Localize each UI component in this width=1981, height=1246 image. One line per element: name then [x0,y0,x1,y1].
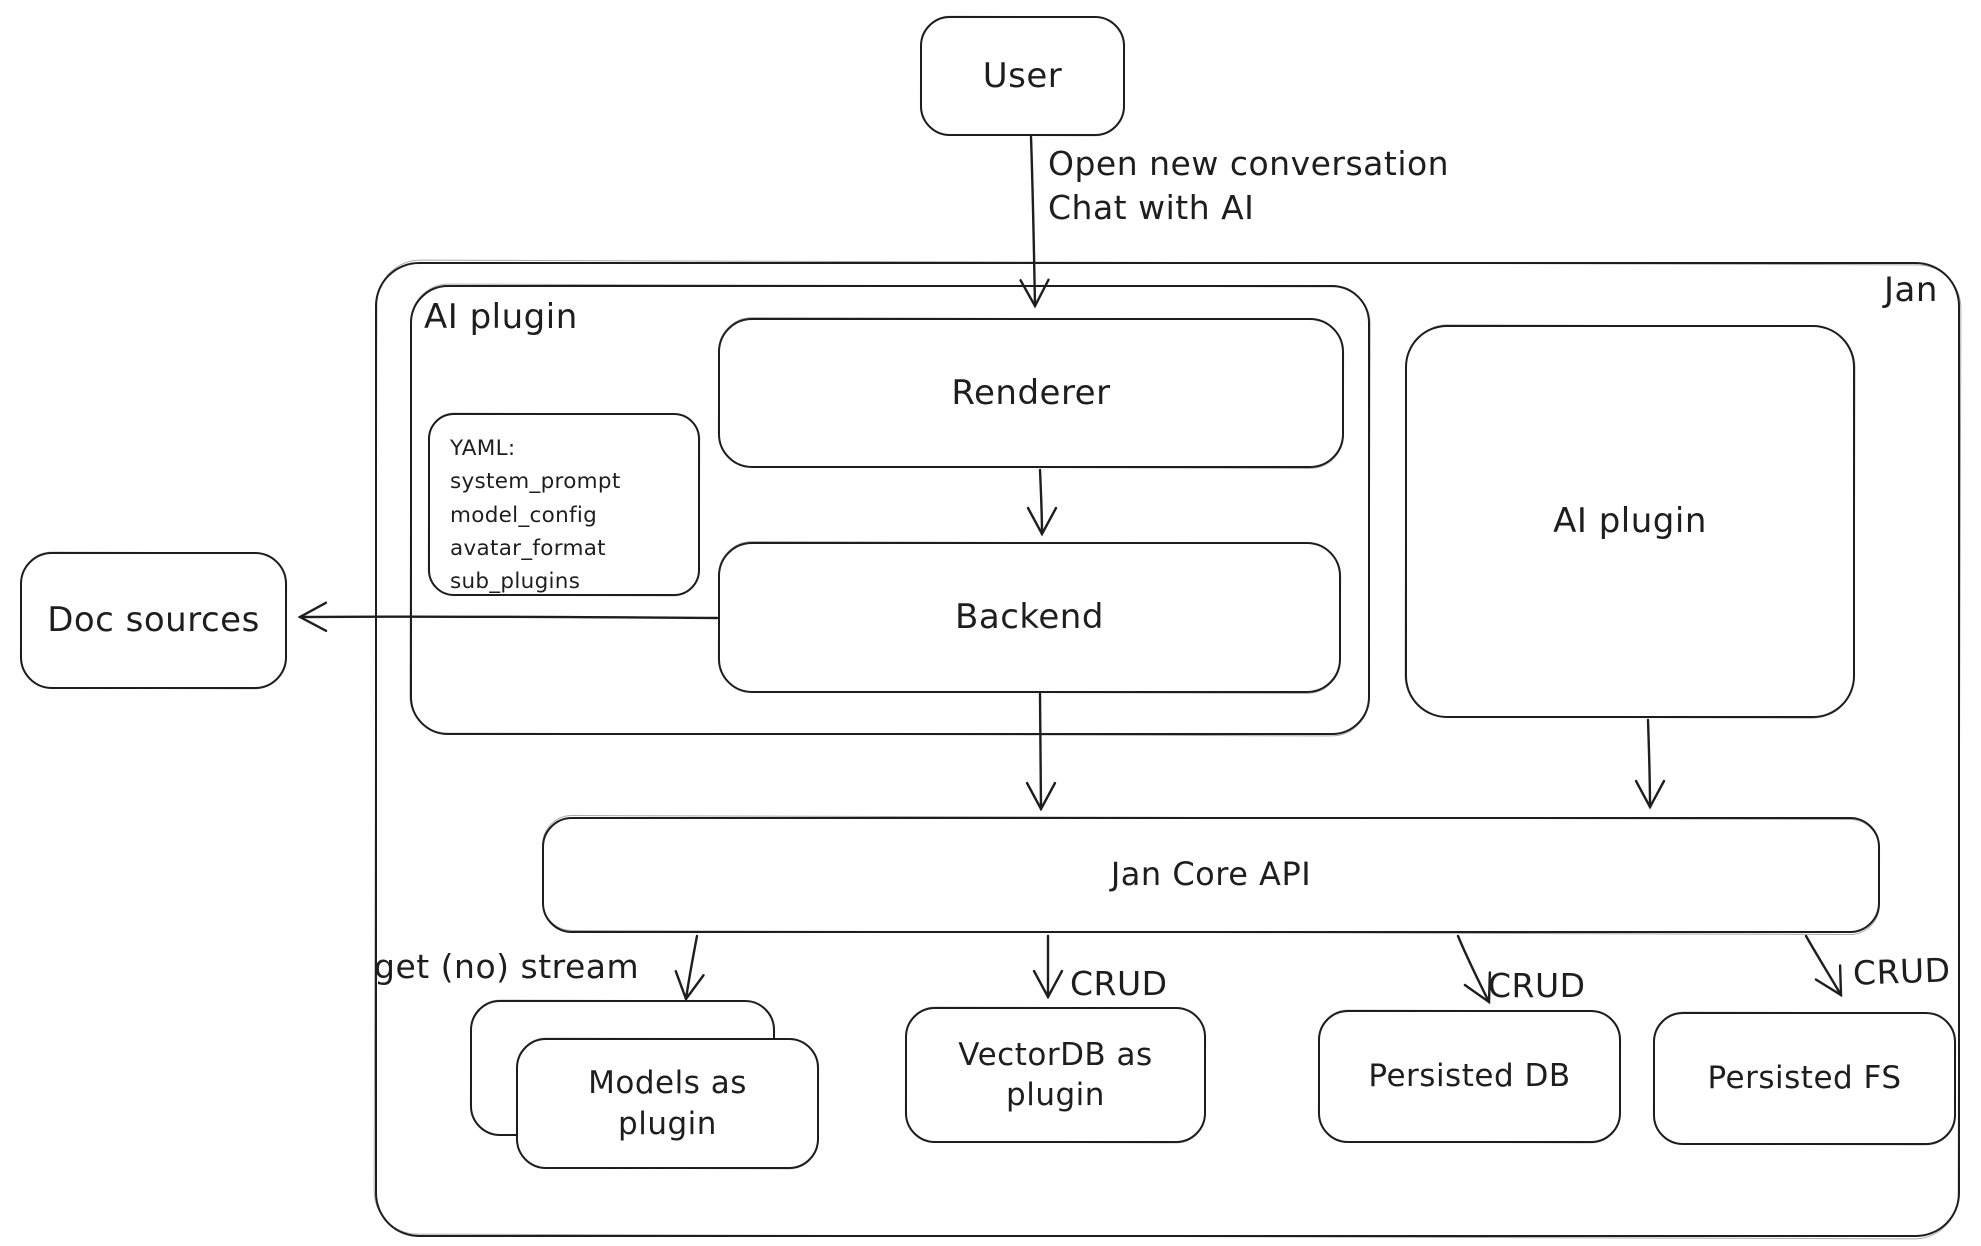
edge-label-user-to-renderer: Open new conversation Chat with AI [1048,144,1450,227]
node-persisted-fs-label: Persisted FS [1707,1060,1902,1097]
node-yaml-note: YAML: system_prompt model_config avatar_… [428,413,700,596]
node-vectordb-as-plugin-label: VectorDB as plugin [958,1036,1153,1113]
node-renderer-label: Renderer [951,372,1111,413]
ai-plugin-group-box [410,285,1370,735]
node-backend: Backend [718,542,1341,693]
node-user: User [920,16,1125,136]
node-vectordb-as-plugin: VectorDB as plugin [905,1007,1206,1143]
ai-plugin-group-label: AI plugin [424,297,578,337]
node-jan-core-api: Jan Core API [542,817,1880,933]
node-models-as-plugin: Models as plugin [516,1038,819,1169]
edge-label-crud-persisted-fs: CRUD [1852,950,1952,993]
node-persisted-fs: Persisted FS [1653,1012,1956,1145]
edge-label-get-no-stream: get (no) stream [374,947,640,986]
node-doc-sources-label: Doc sources [47,600,260,641]
node-persisted-db-label: Persisted DB [1368,1058,1571,1095]
edge-label-crud-persisted-db: CRUD [1488,966,1586,1005]
jan-container-box [375,262,1960,1237]
jan-container-label: Jan [1884,270,1938,310]
node-ai-plugin-right: AI plugin [1405,325,1855,718]
node-doc-sources: Doc sources [20,552,287,689]
yaml-note-text: YAML: system_prompt model_config avatar_… [450,436,621,595]
node-user-label: User [982,55,1063,96]
node-persisted-db: Persisted DB [1318,1010,1621,1143]
node-jan-core-api-label: Jan Core API [1110,855,1312,894]
node-backend-label: Backend [955,597,1104,638]
edge-label-crud-vectordb: CRUD [1070,964,1168,1003]
node-renderer: Renderer [718,318,1344,468]
node-models-as-plugin-label: Models as plugin [588,1065,747,1142]
node-ai-plugin-right-label: AI plugin [1553,501,1707,542]
